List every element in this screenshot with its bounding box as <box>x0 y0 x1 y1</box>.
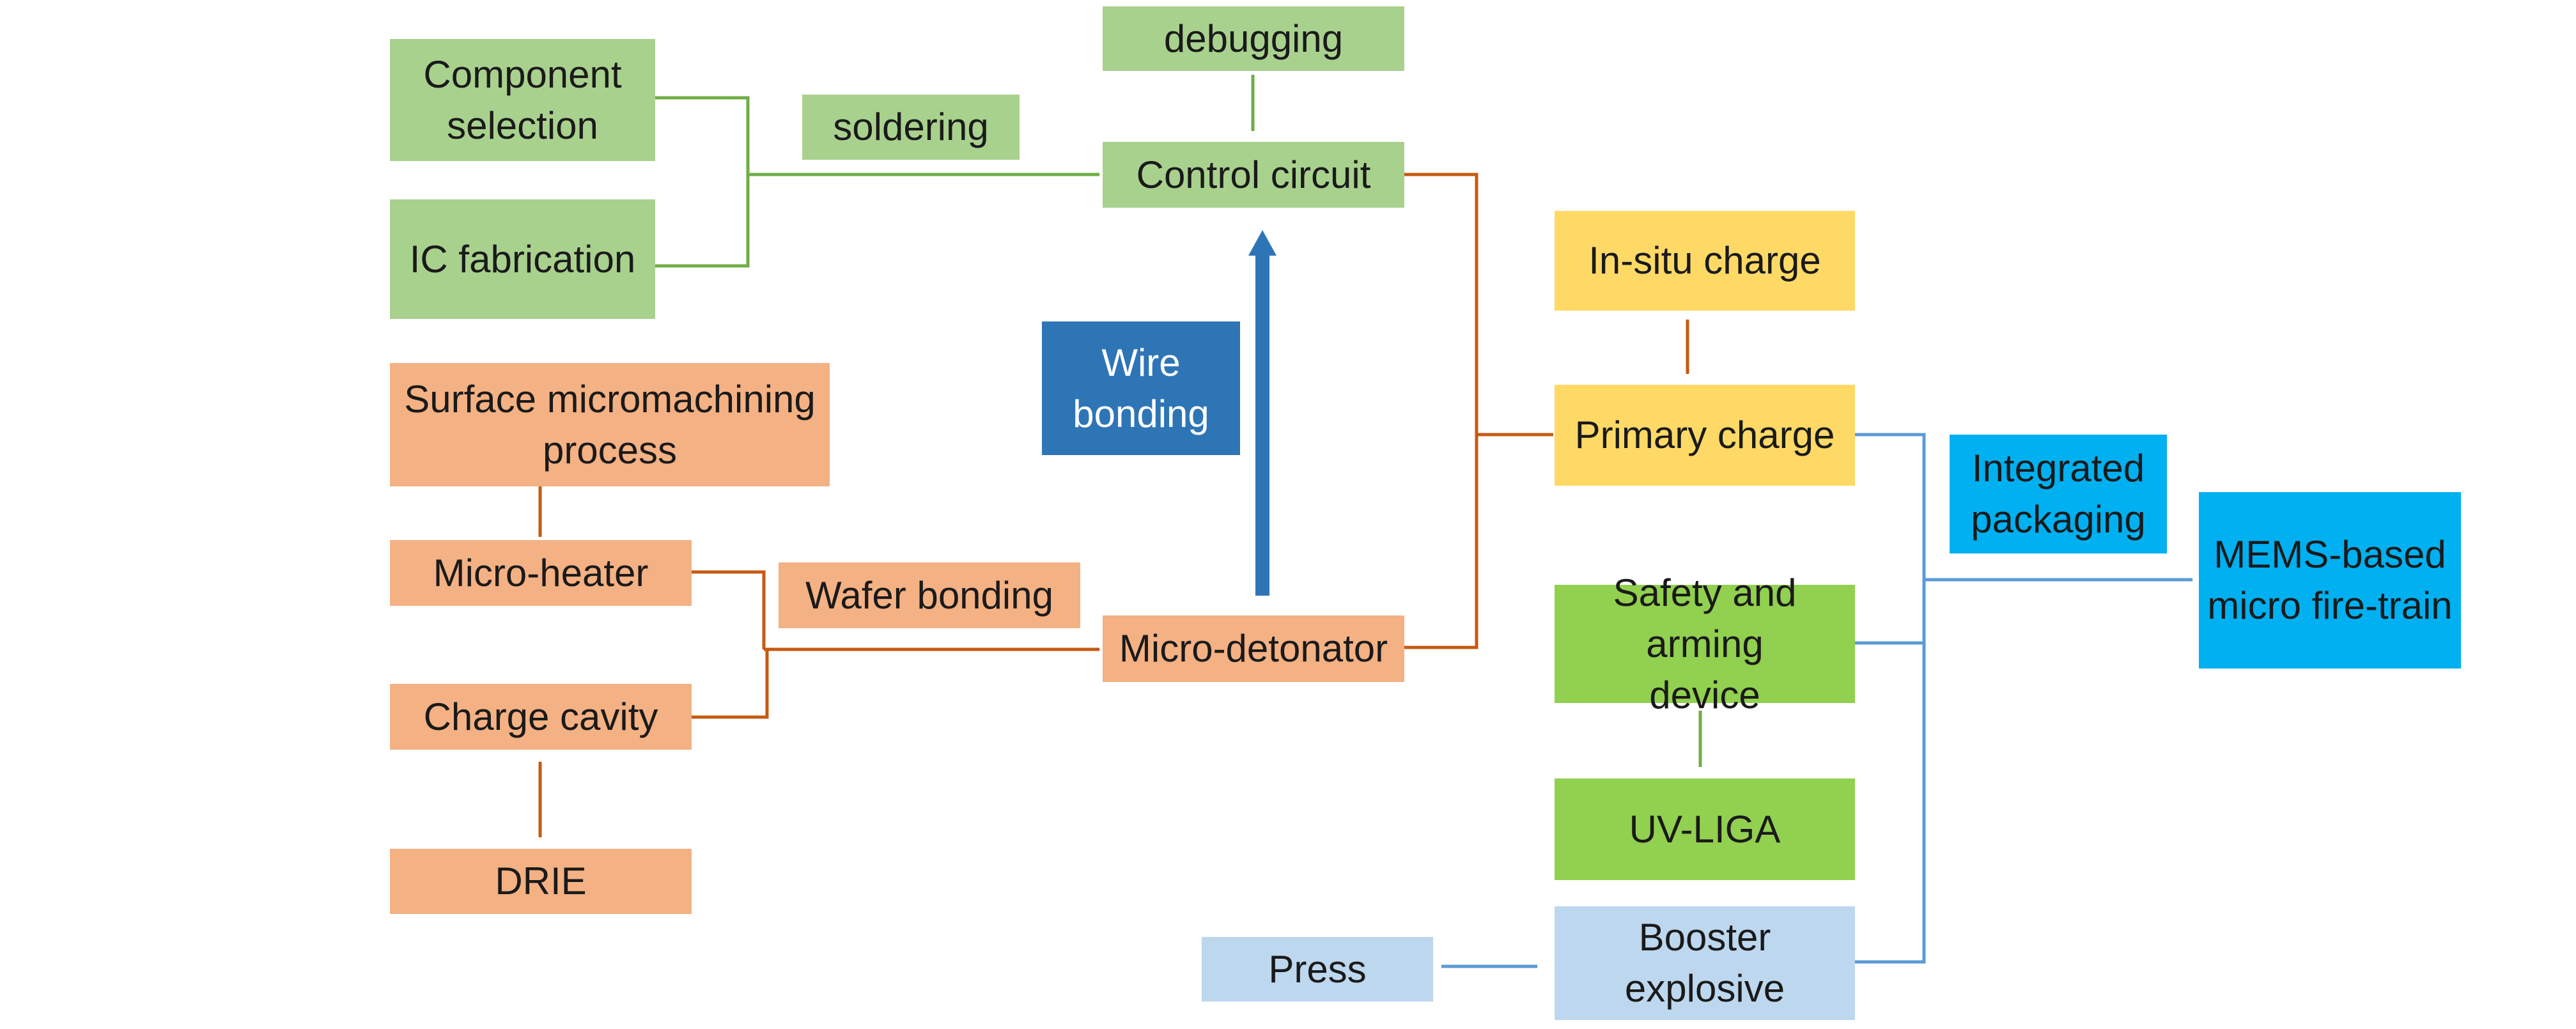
node-ic-fabrication: IC fabrication <box>390 199 655 319</box>
label-press: Press <box>1268 947 1367 991</box>
node-wafer-bonding: Wafer bonding <box>779 562 1080 628</box>
connector-heater <box>690 570 766 649</box>
label-uv-liga: UV-LIGA <box>1629 807 1781 851</box>
label-in-situ-charge: In-situ charge <box>1588 239 1821 282</box>
node-integrated-packaging: Integrated packaging <box>1950 435 2167 553</box>
label-charge-cavity: Charge cavity <box>423 695 658 738</box>
label-micro-detonator: Micro-detonator <box>1119 627 1388 670</box>
node-surface-micromachining: Surface micromachining process <box>390 363 830 486</box>
node-micro-heater: Micro-heater <box>390 540 692 606</box>
node-drie: DRIE <box>390 849 692 914</box>
node-charge-cavity: Charge cavity <box>390 684 692 750</box>
label-safety-arming-device: Safety and arming device <box>1613 571 1797 716</box>
connector-component-selection <box>655 96 750 268</box>
label-integrated-packaging: Integrated packaging <box>1971 447 2146 541</box>
label-primary-charge: Primary charge <box>1574 414 1835 456</box>
node-mems-fire-train: MEMS-based micro fire-train <box>2199 492 2461 669</box>
node-safety-arming-device: Safety and arming device <box>1555 571 1855 716</box>
label-ic-fabrication: IC fabrication <box>409 237 636 281</box>
label-micro-heater: Micro-heater <box>433 551 649 594</box>
node-debugging: debugging <box>1103 6 1404 71</box>
label-control-circuit: Control circuit <box>1136 153 1371 196</box>
node-control-circuit: Control circuit <box>1103 142 1404 208</box>
wire-bonding-arrow-head <box>1248 230 1276 256</box>
node-wire-bonding: Wire bonding <box>1042 321 1240 455</box>
node-uv-liga: UV-LIGA <box>1555 778 1855 880</box>
node-press: Press <box>1202 937 1433 1002</box>
label-debugging: debugging <box>1163 17 1344 60</box>
node-component-selection: Component selection <box>390 39 655 161</box>
label-mems-fire-train: MEMS-based micro fire-train <box>2207 533 2453 627</box>
label-wire-bonding: Wire bonding <box>1073 341 1209 435</box>
node-soldering: soldering <box>802 95 1020 160</box>
label-soldering: soldering <box>833 105 989 148</box>
label-booster-explosive: Booster explosive <box>1624 916 1785 1010</box>
node-micro-detonator: Micro-detonator <box>1103 615 1404 682</box>
node-in-situ-charge: In-situ charge <box>1555 211 1855 311</box>
connector-cavity <box>690 649 769 719</box>
label-component-selection: Component selection <box>423 52 622 147</box>
node-booster-explosive: Booster explosive <box>1555 906 1855 1020</box>
label-wafer-bonding: Wafer bonding <box>805 573 1053 617</box>
connector-control-detonator-primary <box>1403 173 1478 649</box>
connector-primary-to-booster <box>1854 433 1926 964</box>
node-primary-charge: Primary charge <box>1555 385 1855 486</box>
label-surface-micromachining: Surface micromachining process <box>404 377 816 472</box>
label-drie: DRIE <box>495 860 587 902</box>
